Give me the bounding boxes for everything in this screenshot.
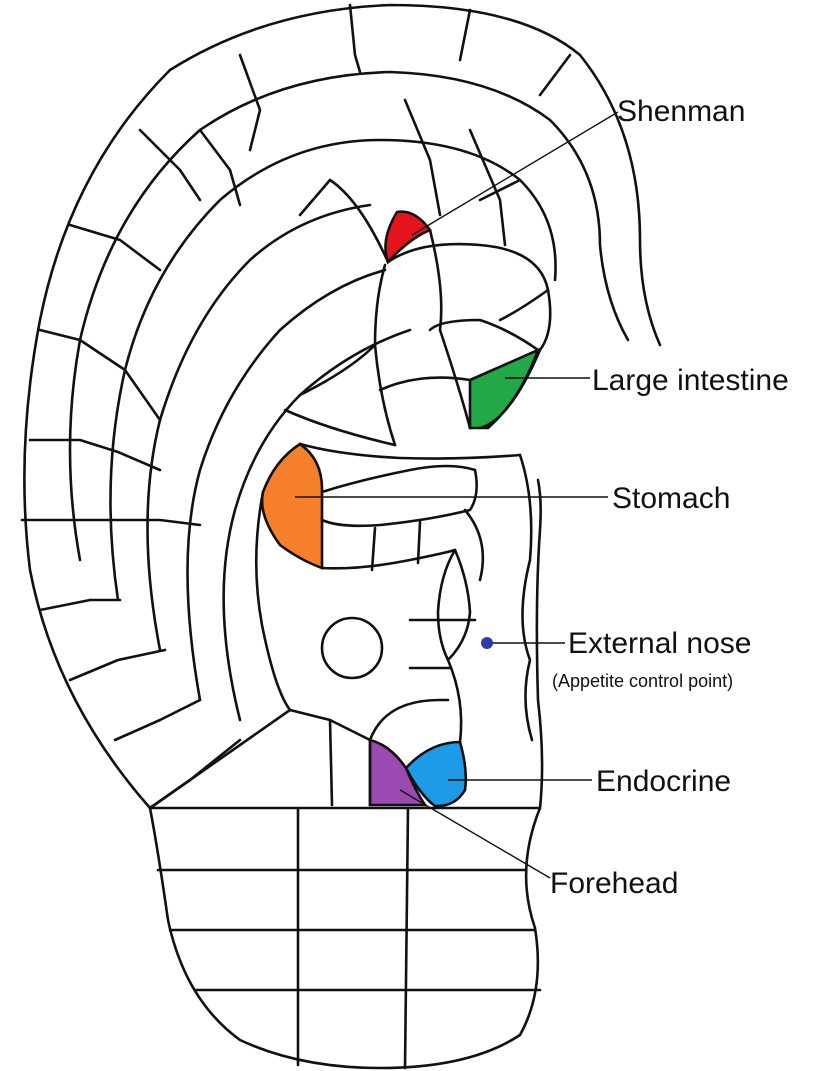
stomach-label: Stomach	[612, 482, 730, 515]
ear-outline	[24, 5, 660, 1068]
lobule-grid	[158, 808, 540, 1068]
external-nose-point	[481, 637, 493, 649]
large-intestine-label: Large intestine	[592, 364, 789, 397]
endocrine-label: Endocrine	[596, 765, 731, 798]
large-intestine-region	[470, 350, 538, 428]
stomach-region	[262, 444, 322, 568]
shenman-label: Shenman	[617, 95, 745, 128]
external-nose-label: External nose	[568, 627, 751, 660]
hatched-region	[438, 550, 470, 660]
antihelix-structure	[150, 100, 550, 808]
shenman-region	[385, 212, 430, 262]
intertragic-circle	[322, 618, 382, 678]
external-nose-note: (Appetite control point)	[552, 671, 733, 691]
forehead-label: Forehead	[550, 867, 678, 900]
